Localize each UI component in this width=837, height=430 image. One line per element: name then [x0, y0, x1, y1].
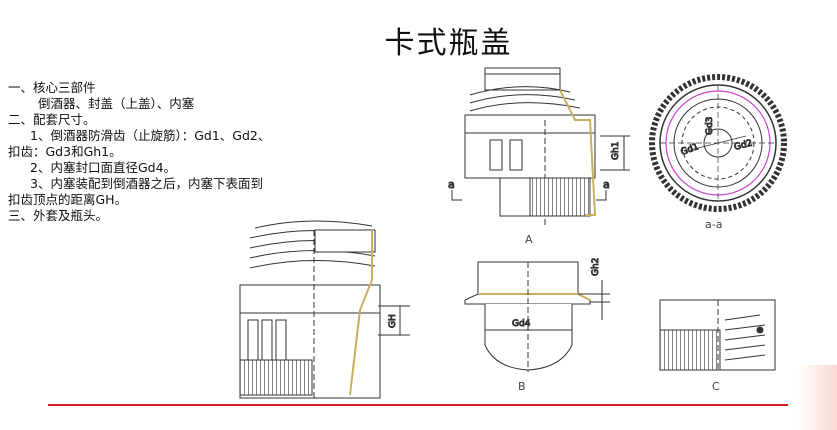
decorative-gradient — [798, 365, 837, 430]
dim-gh1: Gh1 — [611, 142, 621, 160]
label-a: A — [525, 233, 533, 246]
label-c: C — [712, 380, 720, 393]
label-b: B — [518, 380, 526, 393]
drawing-c: C — [659, 299, 776, 393]
text-line: 扣齿：Gd3和Gh1。 — [8, 144, 122, 159]
dim-gd1: Gd1 — [680, 142, 701, 158]
text-line: 3、内塞装配到倒酒器之后，内塞下表面到 — [30, 176, 263, 191]
dim-gd4: Gd4 — [512, 319, 531, 329]
drawing-section-aa: Gd3 Gd1 Gd2 a-a — [649, 74, 787, 231]
slide-title: 卡式瓶盖 — [384, 26, 513, 61]
text-block: 一、核心三部件 倒酒器、封盖（上盖）、内塞 二、配套尺寸。 1、倒酒器防滑齿（止… — [8, 80, 388, 224]
text-line: 一、核心三部件 — [8, 80, 96, 95]
text-line: 二、配套尺寸。 — [8, 112, 96, 127]
dim-gd2: Gd2 — [733, 138, 753, 152]
text-line: 1、倒酒器防滑齿（止旋筋）：Gd1、Gd2、 — [30, 128, 271, 143]
section-marker-left: a — [448, 178, 455, 191]
dim-gd3: Gd3 — [705, 117, 715, 135]
accent-line — [48, 404, 788, 406]
drawing-b: Gh2 Gd4 B — [464, 257, 610, 393]
text-line: 2、内塞封口面直径Gd4。 — [30, 160, 177, 175]
dim-gh2: Gh2 — [591, 258, 601, 276]
section-marker-right: a — [603, 178, 610, 191]
text-line: 扣齿顶点的距离GH。 — [8, 192, 128, 207]
text-line: 三、外套及瓶头。 — [8, 208, 109, 223]
dim-gh: GH — [388, 314, 398, 328]
text-line: 倒酒器、封盖（上盖）、内塞 — [38, 96, 195, 111]
drawing-gh: GH — [239, 220, 410, 399]
drawing-a: Gh1 a a A — [448, 67, 630, 246]
label-aa: a-a — [705, 218, 722, 231]
